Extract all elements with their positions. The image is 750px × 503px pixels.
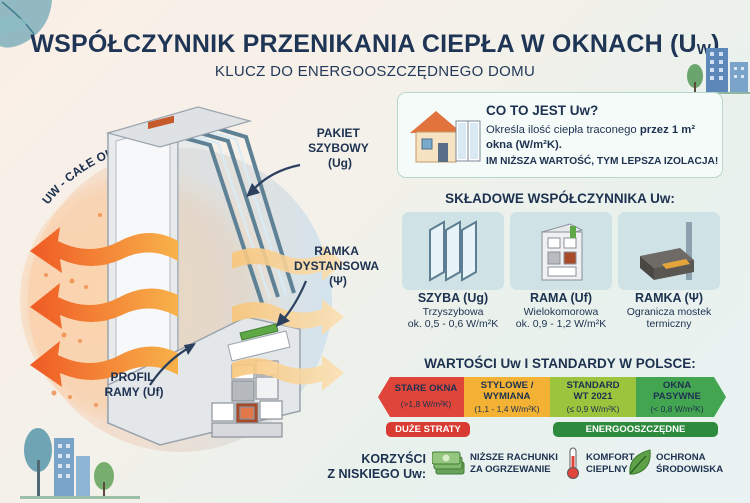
glass-card (402, 212, 504, 290)
scale-segment-3 (636, 377, 726, 417)
segment-wt2021-value: (≤ 0,9 W/m²K) (566, 404, 620, 414)
high-loss-badge: DUŻE STRATY (386, 422, 470, 437)
house-icon (410, 111, 481, 163)
components-title: SKŁADOWE WSPÓŁCZYNNIKA Uw: (445, 191, 675, 206)
frame-profile-icon (540, 223, 584, 281)
svg-text:PROFIL RAMY (Uf): PROFIL RAMY (Uf) (104, 370, 163, 399)
info-description: Określa ilość ciepła traconego przez 1 m… (486, 124, 696, 151)
uw-standards-scale: STARE OKNA (>1,8 W/m²K) STYLOWE /WYMIANA… (378, 377, 726, 417)
standards-title: WARTOŚCI Uw I STANDARDY W POLSCE: (424, 356, 696, 371)
thermometer-icon (567, 447, 579, 479)
page-title: WSPÓŁCZYNNIK PRZENIKANIA CIEPŁA W OKNACH… (30, 30, 720, 58)
svg-text:RAMKA DYSTANSOWA (: RAMKA DYSTANSOWA (Ψ) (294, 244, 382, 288)
window-cross-section-diagram: UW - CAŁE OKNO (0, 85, 395, 503)
segment-passive-value: (< 0,8 W/m²K) (650, 404, 704, 414)
warm-spacer-icon (640, 222, 694, 280)
segment-old-value: (>1,8 W/m²K) (400, 399, 452, 409)
segment-replacement: STYLOWE /WYMIANA (480, 380, 534, 402)
svg-text:PAKIET SZYBOWY (Ug: PAKIET SZYBOWY (Ug) (308, 126, 372, 170)
definition-box: CO TO JEST Uw? Określa ilość ciepła trac… (397, 92, 723, 178)
scale-arrow-bar (378, 377, 726, 417)
spacer-card (618, 212, 720, 290)
segment-old-windows: STARE OKNA (394, 383, 458, 394)
trees-building-icon (20, 428, 140, 499)
scale-segment-2 (550, 377, 636, 417)
frame-card (510, 212, 612, 290)
triple-glazing-icon (429, 220, 477, 282)
leaf-decoration-icon (0, 0, 52, 48)
info-note: IM NIŻSZA WARTOŚĆ, TYM LEPSZA IZOLACJA! (486, 156, 719, 167)
segment-replacement-value: (1,1 - 1,4 W/m²K) (474, 404, 540, 414)
money-icon (432, 451, 465, 475)
info-question: CO TO JEST Uw? (486, 103, 599, 118)
scale-segment-0 (378, 377, 464, 417)
city-buildings-icon (662, 48, 750, 94)
energy-efficient-badge: ENERGOOSZCZĘDNE (553, 422, 718, 437)
leaf-icon (629, 449, 651, 475)
page-subtitle: KLUCZ DO ENERGOOSZCZĘDNEGO DOMU (214, 63, 536, 80)
scale-segment-1 (464, 377, 550, 417)
